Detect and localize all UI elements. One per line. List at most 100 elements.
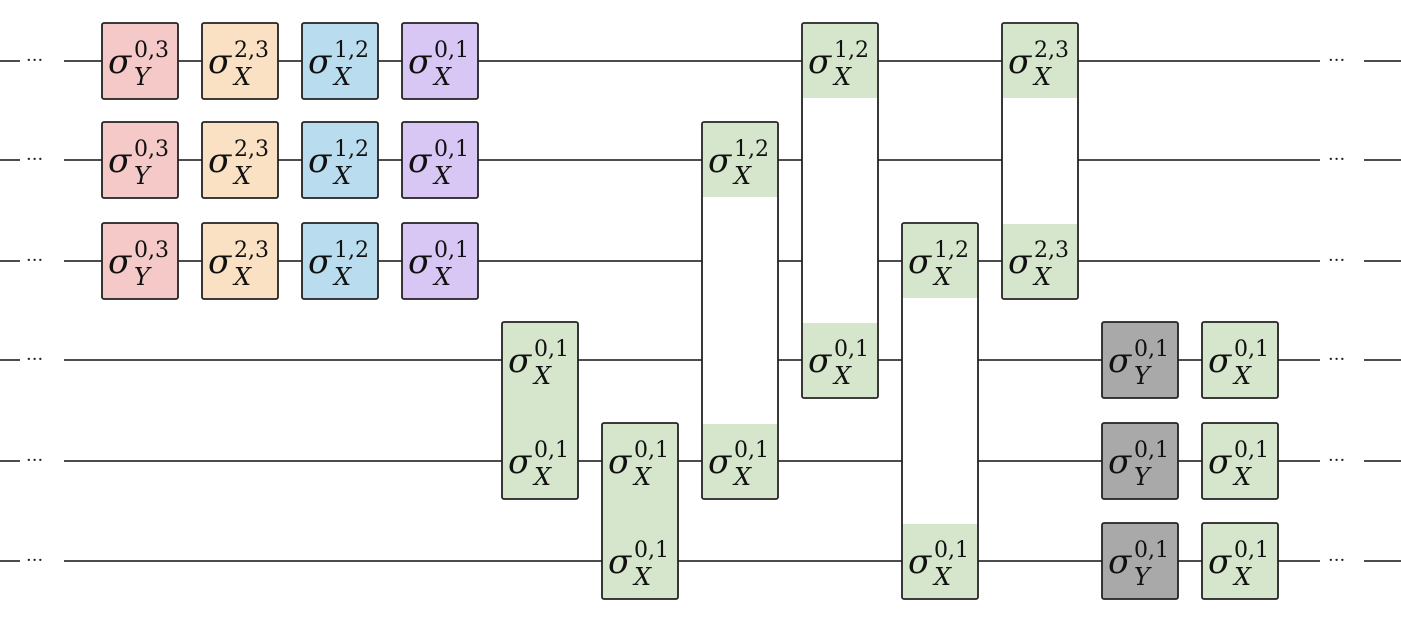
gate-symbol: σ: [908, 542, 932, 582]
gate-box: [601, 422, 679, 600]
gate-connector: [901, 222, 979, 600]
gate-subscript: X: [232, 162, 252, 190]
gate-superscript: 0,1: [1234, 438, 1269, 463]
wire-ellipsis-right: ···: [1328, 50, 1345, 71]
wire-ellipsis-right: ···: [1328, 250, 1345, 271]
gate-superscript: 0,1: [434, 38, 469, 63]
gate-superscript: 0,1: [534, 438, 569, 463]
gate-box: [201, 121, 279, 199]
wire-ellipsis-right: ···: [1328, 349, 1345, 370]
gate-box-top: [703, 123, 777, 197]
gate-symbol: σ: [1108, 542, 1132, 582]
gate-subscript: X: [232, 263, 252, 291]
gate-box-bottom: [1003, 224, 1077, 298]
wire-ellipsis-left: ···: [26, 50, 43, 71]
gate-superscript: 0,1: [734, 438, 769, 463]
wire-ellipsis-left: ···: [26, 149, 43, 170]
gate-subscript: X: [532, 463, 552, 491]
gate-subscript: Y: [134, 162, 152, 190]
wire-ellipsis-right: ···: [1328, 550, 1345, 571]
wire-ellipsis-left: ···: [26, 349, 43, 370]
gate-superscript: 1,2: [734, 137, 769, 162]
gate-superscript: 0,1: [634, 438, 669, 463]
gate-symbol: σ: [508, 341, 532, 381]
gate-symbol: σ: [208, 42, 232, 82]
gate-subscript: X: [532, 362, 552, 390]
gate-superscript: 0,1: [634, 538, 669, 563]
gate-box: [501, 321, 579, 500]
gate-box-bottom: [903, 524, 977, 598]
gate-superscript: 1,2: [334, 137, 369, 162]
gate-connector: [701, 121, 779, 500]
gate-symbol: σ: [308, 42, 332, 82]
gate-subscript: X: [632, 463, 652, 491]
gate-symbol: σ: [408, 141, 432, 181]
gate-symbol: σ: [308, 242, 332, 282]
gate-subscript: X: [932, 563, 952, 591]
gate-symbol: σ: [808, 42, 832, 82]
gate-symbol: σ: [1008, 242, 1032, 282]
gate-superscript: 0,1: [1134, 438, 1169, 463]
gate-subscript: X: [1232, 463, 1252, 491]
gate-symbol: σ: [408, 42, 432, 82]
gate-symbol: σ: [208, 141, 232, 181]
gate-symbol: σ: [1108, 341, 1132, 381]
gate-subscript: X: [1232, 563, 1252, 591]
gate-superscript: 2,3: [234, 137, 269, 162]
gate-symbol: σ: [1208, 542, 1232, 582]
gate-superscript: 2,3: [1034, 38, 1069, 63]
gate-superscript: 1,2: [834, 38, 869, 63]
gate-box: [201, 22, 279, 100]
gate-subscript: X: [332, 263, 352, 291]
gate-superscript: 2,3: [1034, 238, 1069, 263]
wire-ellipsis-right: ···: [1328, 450, 1345, 471]
gate-box: [1101, 321, 1179, 399]
gate-box: [1201, 422, 1279, 500]
wire-ellipsis-left: ···: [26, 250, 43, 271]
gate-superscript: 0,3: [134, 238, 169, 263]
gate-symbol: σ: [408, 242, 432, 282]
wire-ellipsis-left: ···: [26, 450, 43, 471]
gate-subscript: X: [732, 463, 752, 491]
gate-box-bottom: [803, 323, 877, 397]
gate-subscript: Y: [1134, 563, 1152, 591]
gate-box: [101, 222, 179, 300]
gate-symbol: σ: [108, 242, 132, 282]
gate-box-top: [903, 224, 977, 298]
gate-symbol: σ: [1108, 442, 1132, 482]
gate-box-top: [1003, 24, 1077, 98]
gate-subscript: X: [1032, 263, 1052, 291]
wire-ellipsis-left: ···: [26, 550, 43, 571]
gate-superscript: 0,1: [534, 337, 569, 362]
